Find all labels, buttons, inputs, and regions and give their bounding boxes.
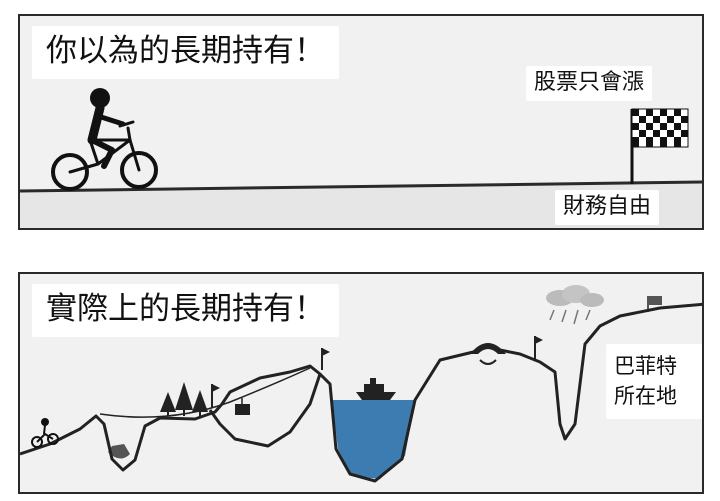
storm-cloud-icon xyxy=(546,285,604,325)
flat-road-scene xyxy=(20,88,702,228)
reality-title: 實際上的長期持有！ xyxy=(32,284,339,337)
cable-car-icon xyxy=(99,367,311,418)
small-cyclist-icon xyxy=(31,418,59,448)
expectation-title: 你以為的長期持有！ xyxy=(32,26,339,79)
peak-flag-icon xyxy=(211,336,543,408)
ground-fill xyxy=(20,182,702,228)
checkered-flag-icon xyxy=(630,108,689,184)
buffett-label-line2: 所在地 xyxy=(614,384,677,409)
terrain-line xyxy=(20,302,702,483)
flat-road-line xyxy=(20,180,702,193)
pit-shadow xyxy=(108,444,130,459)
lake-water xyxy=(332,400,415,479)
buffett-location-label: 巴菲特 所在地 xyxy=(606,344,702,419)
rugged-terrain-scene xyxy=(20,285,702,483)
expectation-panel: 你以為的長期持有！ 股票只會漲 財務自由 xyxy=(18,14,704,230)
tunnel-icon xyxy=(470,343,506,365)
pine-trees-icon xyxy=(160,382,208,416)
stocks-only-rise-label: 股票只會漲 xyxy=(526,66,653,101)
cyclist-icon xyxy=(51,88,158,191)
small-checkered-flag-icon xyxy=(647,296,662,312)
boat-icon xyxy=(356,378,396,400)
reality-panel: 實際上的長期持有！ 巴菲特 所在地 xyxy=(18,272,704,494)
buffett-label-line1: 巴菲特 xyxy=(614,354,677,378)
financial-freedom-label: 財務自由 xyxy=(555,190,660,225)
